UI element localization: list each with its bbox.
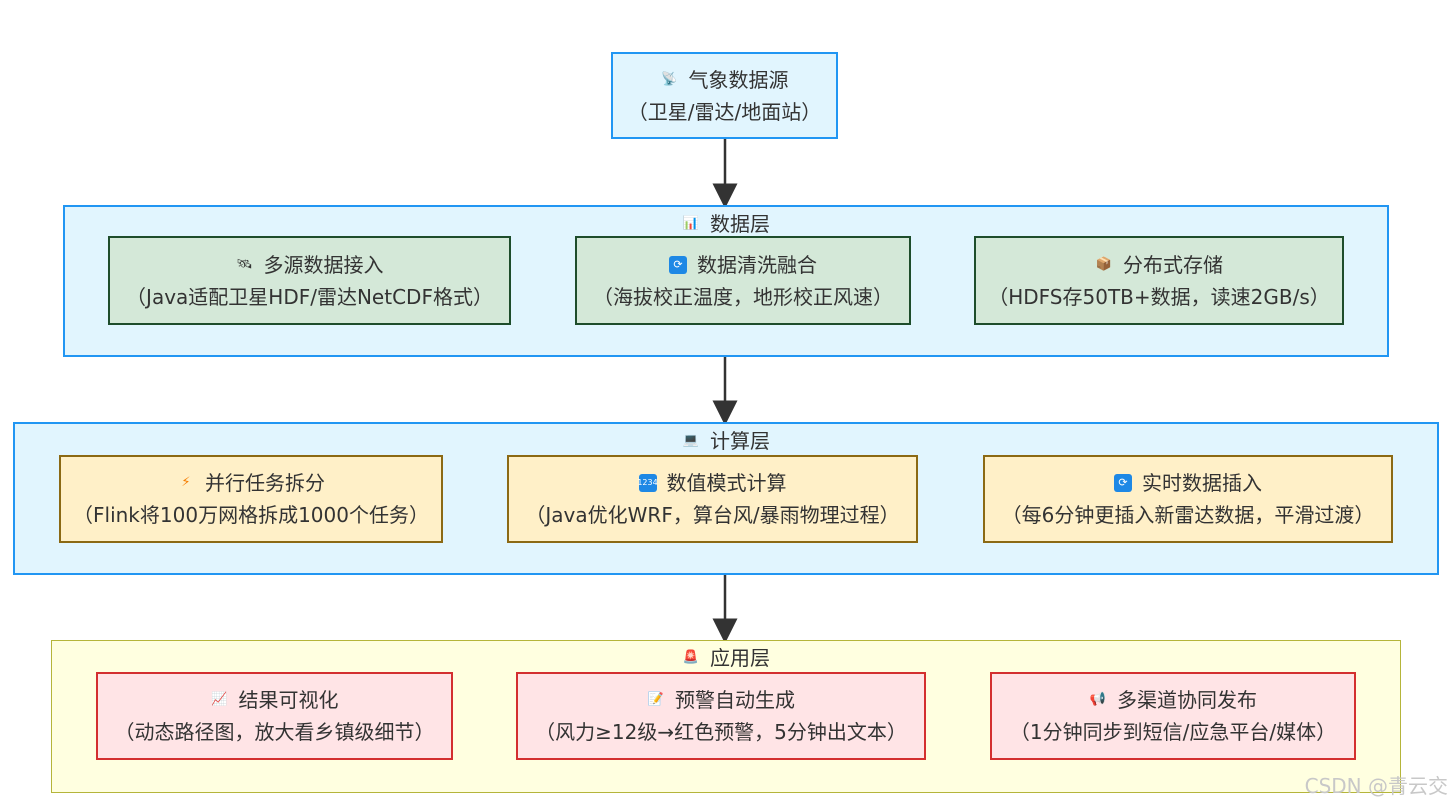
package-icon: 📦 bbox=[1095, 256, 1113, 272]
refresh-icon: ⟳ bbox=[1114, 474, 1132, 492]
node-data-cleaning[interactable]: ⟳ 数据清洗融合 （海拔校正温度，地形校正风速） bbox=[575, 236, 911, 325]
lightning-icon: ⚡ bbox=[181, 475, 191, 490]
refresh-icon: ⟳ bbox=[669, 255, 687, 274]
node-subtitle: （Flink将100万网格拆成1000个任务） bbox=[73, 503, 429, 527]
watermark: CSDN @青云交 bbox=[1304, 774, 1448, 798]
node-subtitle: （动态路径图，放大看乡镇级细节） bbox=[114, 720, 435, 744]
satellite-dish-icon: 📡 bbox=[661, 71, 678, 87]
numbers-icon: 1234 bbox=[637, 474, 658, 492]
node-title: 分布式存储 bbox=[1123, 252, 1223, 277]
node-parallel-task-split[interactable]: ⚡ 并行任务拆分 （Flink将100万网格拆成1000个任务） bbox=[59, 455, 443, 543]
node-result-visualization[interactable]: 📈 结果可视化 （动态路径图，放大看乡镇级细节） bbox=[96, 672, 453, 760]
node-distributed-storage[interactable]: 📦 分布式存储 （HDFS存50TB+数据，读速2GB/s） bbox=[974, 236, 1344, 325]
node-title: 实时数据插入 bbox=[1142, 471, 1262, 495]
node-realtime-insert[interactable]: ⟳ 实时数据插入 （每6分钟更插入新雷达数据，平滑过渡） bbox=[983, 455, 1393, 543]
node-multichannel-publish[interactable]: 📢 多渠道协同发布 （1分钟同步到短信/应急平台/媒体） bbox=[990, 672, 1356, 760]
node-subtitle: （1分钟同步到短信/应急平台/媒体） bbox=[1009, 720, 1337, 744]
node-subtitle: （Java优化WRF，算台风/暴雨物理过程） bbox=[525, 503, 900, 527]
node-title: 多源数据接入 bbox=[263, 252, 384, 277]
application-layer-title: 应用层 bbox=[710, 646, 770, 670]
source-subtitle: （卫星/雷达/地面站） bbox=[627, 99, 822, 124]
node-subtitle: （每6分钟更插入新雷达数据，平滑过渡） bbox=[1001, 503, 1375, 527]
node-title: 并行任务拆分 bbox=[205, 471, 325, 495]
node-subtitle: （海拔校正温度，地形校正风速） bbox=[593, 284, 893, 309]
source-node[interactable]: 📡 气象数据源 （卫星/雷达/地面站） bbox=[611, 52, 838, 139]
node-title: 多渠道协同发布 bbox=[1117, 688, 1257, 712]
node-title: 结果可视化 bbox=[238, 688, 339, 712]
computer-icon: 💻 bbox=[682, 433, 700, 448]
siren-icon: 🚨 bbox=[682, 650, 700, 665]
node-subtitle: （Java适配卫星HDF/雷达NetCDF格式） bbox=[126, 284, 493, 309]
memo-icon: 📝 bbox=[647, 692, 665, 707]
node-title: 预警自动生成 bbox=[675, 688, 795, 712]
node-multi-source-ingest[interactable]: 🛰 多源数据接入 （Java适配卫星HDF/雷达NetCDF格式） bbox=[108, 236, 511, 325]
node-numerical-model[interactable]: 1234 数值模式计算 （Java优化WRF，算台风/暴雨物理过程） bbox=[507, 455, 918, 543]
node-warning-generation[interactable]: 📝 预警自动生成 （风力≥12级→红色预警，5分钟出文本） bbox=[516, 672, 926, 760]
source-title: 气象数据源 bbox=[688, 67, 789, 92]
node-subtitle: （风力≥12级→红色预警，5分钟出文本） bbox=[535, 720, 907, 744]
megaphone-icon: 📢 bbox=[1089, 692, 1107, 707]
satellite-icon: 🛰 bbox=[236, 256, 253, 272]
node-title: 数值模式计算 bbox=[666, 471, 787, 495]
node-subtitle: （HDFS存50TB+数据，读速2GB/s） bbox=[988, 284, 1330, 309]
data-layer-title: 数据层 bbox=[710, 212, 770, 236]
node-title: 数据清洗融合 bbox=[697, 252, 817, 277]
bar-chart-icon: 📊 bbox=[682, 216, 700, 231]
trend-chart-icon: 📈 bbox=[211, 692, 228, 707]
compute-layer-title: 计算层 bbox=[710, 429, 770, 453]
